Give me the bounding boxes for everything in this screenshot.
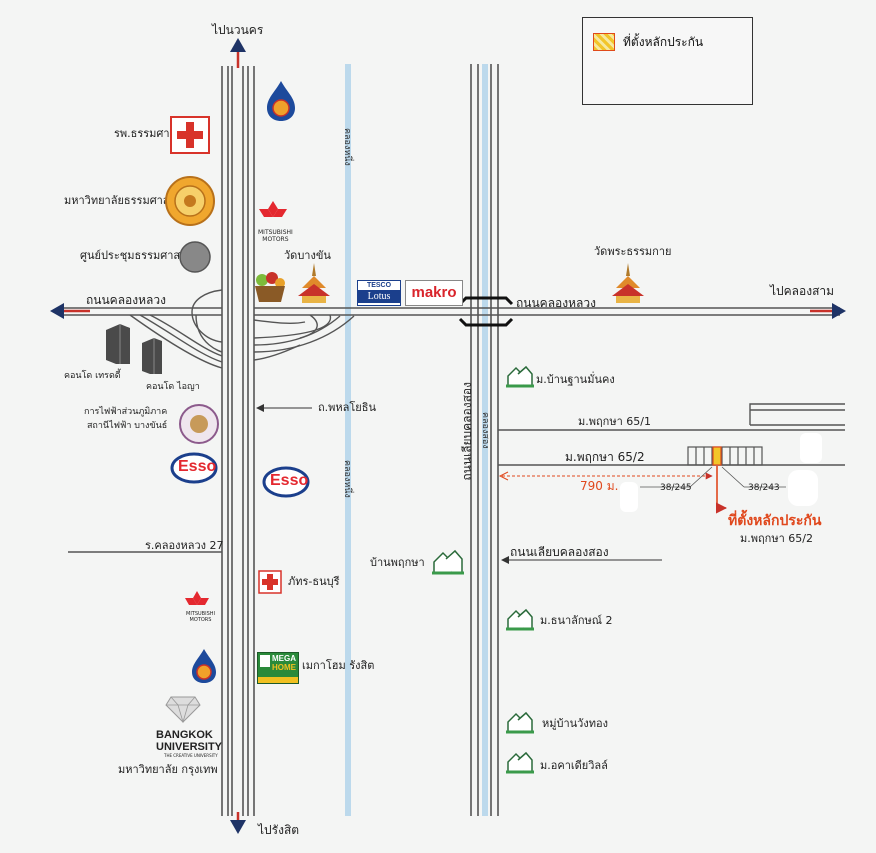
- home-label: HOME: [272, 663, 296, 672]
- road-phahon-yothin: ถ.พหลโยธิน: [318, 401, 376, 414]
- phruksa-65-1-road: [498, 403, 845, 431]
- thammasat-seal-icon: [165, 176, 215, 226]
- place-wang-thong: หมู่บ้านวังทอง: [542, 717, 608, 730]
- megahome-logo-icon: MEGA HOME: [257, 652, 299, 684]
- place-condo-iyara: คอนโด ไอญา: [146, 382, 200, 392]
- place-arcadia-ville: ม.อคาเดียวิลล์: [540, 759, 608, 772]
- convention-circle-icon: [179, 241, 211, 273]
- place-phat-thanaburi: ภัทร-ธนบุรี: [288, 575, 340, 588]
- place-wat-phra-dhammakaya: วัดพระธรรมกาย: [594, 245, 672, 258]
- house-icon: [506, 711, 534, 734]
- canal-khlong-nueng: [345, 64, 351, 816]
- bangkok-university-logo-text: BANGKOK UNIVERSITY: [156, 729, 223, 753]
- interchange: [129, 289, 355, 369]
- ptt-logo-icon: [192, 649, 216, 683]
- pointer-liap-khlong-song: [501, 556, 662, 564]
- road-khlong-luang-east: ถนนคลองหลวง: [516, 296, 596, 310]
- diamond-logo-icon: [165, 696, 201, 723]
- place-pea: การไฟฟ้าส่วนภูมิภาค สถานีไฟฟ้า บางขันธ์: [84, 407, 168, 432]
- hospital-cross-icon: [170, 116, 210, 154]
- pointer-phahon: [256, 404, 312, 412]
- direction-south-label: ไปรังสิต: [258, 823, 300, 837]
- road-phruksa-65-2: ม.พฤกษา 65/2: [565, 450, 645, 464]
- distance-label: 790 ม.: [580, 479, 619, 493]
- plots: [687, 446, 763, 466]
- house-icon: [506, 365, 534, 388]
- collateral-sub-label: ม.พฤกษา 65/2: [740, 532, 813, 545]
- scan-blotch: [788, 470, 818, 506]
- place-ban-phruksa: บ้านพฤกษา: [370, 556, 425, 569]
- liap-khlong-song-road: [470, 64, 499, 816]
- house-icon: [506, 751, 534, 774]
- north-arrow-icon: [230, 38, 246, 68]
- direction-north-label: ไปนวนคร: [212, 23, 264, 37]
- mitsubishi-logo-icon: [259, 201, 287, 217]
- bridge: [458, 296, 514, 327]
- place-thanalak-2: ม.ธนาลักษณ์ 2: [540, 614, 613, 627]
- mitsubishi-bottom-label: MITSUBISHI MOTORS: [186, 611, 215, 623]
- road-phruksa-65-1: ม.พฤกษา 65/1: [578, 415, 651, 428]
- phahon-yothin-road: [221, 66, 255, 816]
- scan-blotch: [620, 482, 638, 512]
- makro-label: makro: [411, 284, 457, 301]
- esso-right-label: Esso: [270, 472, 309, 489]
- condo-building-icon: [106, 324, 130, 364]
- road-liap-khlong-song-vertical: ถนนเลียบคลองสอง: [460, 382, 474, 481]
- mitsubishi-logo-icon: [185, 591, 209, 605]
- place-bangkok-university: มหาวิทยาลัย กรุงเทพ: [118, 763, 218, 776]
- plot-number-left: 38/245: [660, 483, 692, 493]
- direction-east-label: ไปคลองสาม: [770, 284, 835, 298]
- road-khlong-luang-west: ถนนคลองหลวง: [86, 293, 166, 307]
- canal-khlong-nueng-label-1: คลองหนึ่ง: [342, 128, 352, 166]
- road-soi-khlong-luang-27: ร.คลองหลวง 27: [145, 539, 224, 552]
- temple-icon: [612, 263, 644, 303]
- makro-logo-icon: makro: [405, 280, 463, 306]
- esso-left-label: Esso: [178, 458, 217, 475]
- esso-logo-icon: [170, 452, 218, 484]
- place-thammasat-convention: ศูนย์ประชุมธรรมศาสตร์: [80, 249, 194, 262]
- place-megahome: เมกาโฮม รังสิต: [302, 659, 375, 672]
- condo-building-icon: [142, 338, 162, 374]
- south-arrow-icon: [230, 812, 246, 834]
- legend: ที่ตั้งหลักประกัน: [582, 17, 753, 105]
- canal-khlong-song: [482, 64, 488, 816]
- collateral-legend-swatch-icon: [593, 33, 615, 51]
- collateral-plot-icon: [712, 446, 722, 466]
- hospital-cross-icon: [258, 570, 282, 594]
- scan-blotch: [800, 433, 822, 463]
- tesco-lotus-logo-icon: TESCO Lotus: [357, 280, 401, 306]
- place-condo-trendy: คอนโด เทรดดี้: [64, 371, 121, 381]
- house-icon: [432, 549, 464, 575]
- temple-icon: [298, 263, 330, 303]
- road-liap-khlong-song-label: ถนนเลียบคลองสอง: [510, 545, 609, 559]
- place-ban-than-man-khong: ม.บ้านฐานมั่นคง: [536, 373, 615, 386]
- house-icon: [506, 608, 534, 631]
- khlong-luang-road: [60, 307, 840, 316]
- west-arrow-icon: [50, 303, 90, 319]
- legend-label: ที่ตั้งหลักประกัน: [623, 35, 704, 49]
- ptt-logo-icon: [267, 81, 295, 121]
- mitsubishi-top-label: MITSUBISHI MOTORS: [258, 229, 293, 243]
- tesco-label: TESCO: [358, 281, 400, 290]
- place-thammasat-university: มหาวิทยาลัยธรรมศาสตร์: [64, 194, 183, 207]
- pea-logo-icon: [179, 404, 219, 444]
- mega-label: MEGA: [272, 654, 296, 663]
- collateral-pointer: [715, 466, 728, 514]
- canal-khlong-nueng-label-2: คลองหนึ่ง: [342, 460, 352, 498]
- lotus-label: Lotus: [358, 290, 400, 303]
- canal-khlong-song-label: คลองสอง: [480, 412, 490, 449]
- east-arrow-icon: [810, 303, 846, 319]
- place-wat-bang-khan: วัดบางขัน: [284, 249, 331, 262]
- esso-logo-icon: [262, 466, 310, 498]
- plot-number-right: 38/243: [748, 483, 780, 493]
- fruit-basket-icon: [255, 272, 285, 302]
- bangkok-university-logo-sub: THE CREATIVE UNIVERSITY: [164, 753, 218, 758]
- collateral-label: ที่ตั้งหลักประกัน: [728, 513, 822, 529]
